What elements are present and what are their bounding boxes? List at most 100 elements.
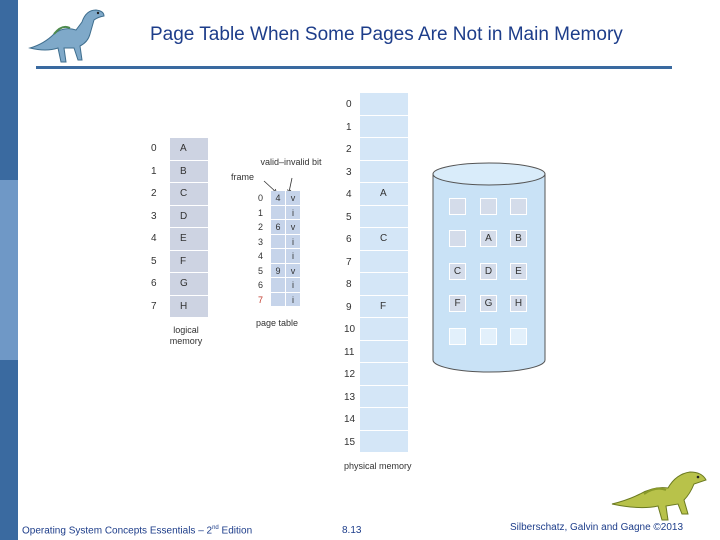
page-table-frame (271, 292, 285, 307)
disk-block (510, 198, 527, 215)
page-table-label: page table (256, 318, 299, 328)
frame-slot (360, 205, 408, 228)
page-table-bit: i (286, 249, 300, 264)
frame-slot (360, 250, 408, 273)
page-table-frame: 9 (271, 263, 285, 278)
frame-index: 1 (346, 121, 352, 133)
frame-slot (360, 340, 408, 363)
disk-block: H (510, 295, 527, 312)
page-table-index: 6 (258, 280, 264, 290)
frame-slot (360, 93, 408, 116)
frame-index: 14 (344, 414, 356, 425)
logical-index: 1 (151, 166, 157, 177)
frame-index: 13 (344, 391, 356, 403)
logical-index: 4 (151, 233, 157, 244)
frame-slot (360, 318, 408, 341)
page-table-bit: i (286, 205, 300, 220)
frame-label: frame (231, 172, 255, 182)
disk-block: E (510, 263, 527, 280)
page-table-frame (271, 249, 285, 264)
disk-block (449, 198, 466, 215)
page-title: Page Table When Some Pages Are Not in Ma… (150, 24, 623, 45)
logical-index: 5 (151, 256, 157, 267)
frame-index: 6 (346, 234, 352, 245)
frame-slot (360, 430, 408, 453)
page-table-index: 4 (258, 251, 264, 261)
logical-page: F (170, 250, 208, 273)
page-table-index: 5 (258, 265, 264, 276)
dinosaur-icon (28, 9, 105, 63)
page-table-index: 1 (258, 207, 264, 218)
page-table-index: 7 (258, 294, 264, 305)
disk-block: B (510, 230, 527, 247)
frame-slot (360, 115, 408, 138)
frame-slot (360, 408, 408, 431)
logical-page: C (170, 183, 208, 206)
disk-block: A (480, 230, 497, 247)
footer-page-number: 8.13 (342, 525, 362, 536)
left-sidebar (0, 0, 18, 540)
frame-index: 11 (344, 346, 355, 358)
frame-index: 0 (346, 99, 352, 110)
logical-index: 7 (151, 301, 157, 312)
frame-slot: F (360, 295, 408, 318)
logical-index: 3 (151, 211, 157, 222)
page-table-index: 2 (258, 222, 264, 232)
logical-page: D (170, 205, 208, 228)
page-table-frame: 6 (271, 220, 285, 235)
footer-book-title: Operating System Concepts Essentials – 2… (22, 525, 253, 537)
page-table-bit: v (286, 220, 300, 235)
page-table-frame (271, 234, 285, 249)
page-table-bit: i (286, 234, 300, 249)
page-table-index: 0 (258, 193, 264, 203)
logical-index: 6 (151, 278, 157, 289)
frame-index: 2 (346, 144, 352, 155)
frame-index: 4 (346, 189, 352, 200)
frame-index: 7 (346, 256, 352, 268)
frame-slot (360, 138, 408, 161)
disk-block: C (449, 263, 466, 280)
logical-index: 2 (151, 188, 157, 199)
logical-page: G (170, 273, 208, 296)
physical-memory-label: physical memory (344, 461, 412, 471)
page-table-bit: v (286, 191, 300, 206)
disk-block: D (480, 263, 497, 280)
disk-block: F (449, 295, 466, 312)
logical-page: A (170, 138, 208, 161)
page-table-bit: i (286, 278, 300, 293)
frame-index: 15 (344, 436, 356, 448)
frame-slot (360, 363, 408, 386)
valid-invalid-bit-label: valid–invalid bit (260, 157, 322, 167)
frame-slot: A (360, 183, 408, 206)
logical-index: 0 (151, 143, 157, 154)
page-table-index: 3 (258, 236, 264, 247)
page-table-frame: 4 (271, 191, 285, 206)
frame-slot (360, 160, 408, 183)
logical-page: E (170, 228, 208, 251)
frame-index: 8 (346, 279, 352, 290)
logical-page: H (170, 295, 208, 318)
logical-memory-label: logical memory (169, 325, 203, 346)
dinosaur-icon (611, 471, 707, 521)
disk-block: G (480, 295, 497, 312)
disk-block (449, 230, 466, 247)
disk-block (449, 328, 466, 345)
frame-slot (360, 385, 408, 408)
disk-block (480, 328, 497, 345)
footer-copyright: Silberschatz, Galvin and Gagne ©2013 (510, 522, 684, 533)
frame-index: 5 (346, 211, 352, 223)
page-table-frame (271, 278, 285, 293)
frame-slot (360, 273, 408, 296)
page-table-frame (271, 205, 285, 220)
disk-block (480, 198, 497, 215)
logical-page: B (170, 160, 208, 183)
page-table-bit: v (286, 263, 300, 278)
title-divider (36, 66, 672, 69)
frame-index: 9 (346, 301, 352, 313)
frame-index: 12 (344, 369, 356, 380)
frame-index: 10 (344, 324, 356, 335)
disk-block (510, 328, 527, 345)
page-table-bit: i (286, 292, 300, 307)
frame-slot: C (360, 228, 408, 251)
frame-index: 3 (346, 166, 352, 178)
